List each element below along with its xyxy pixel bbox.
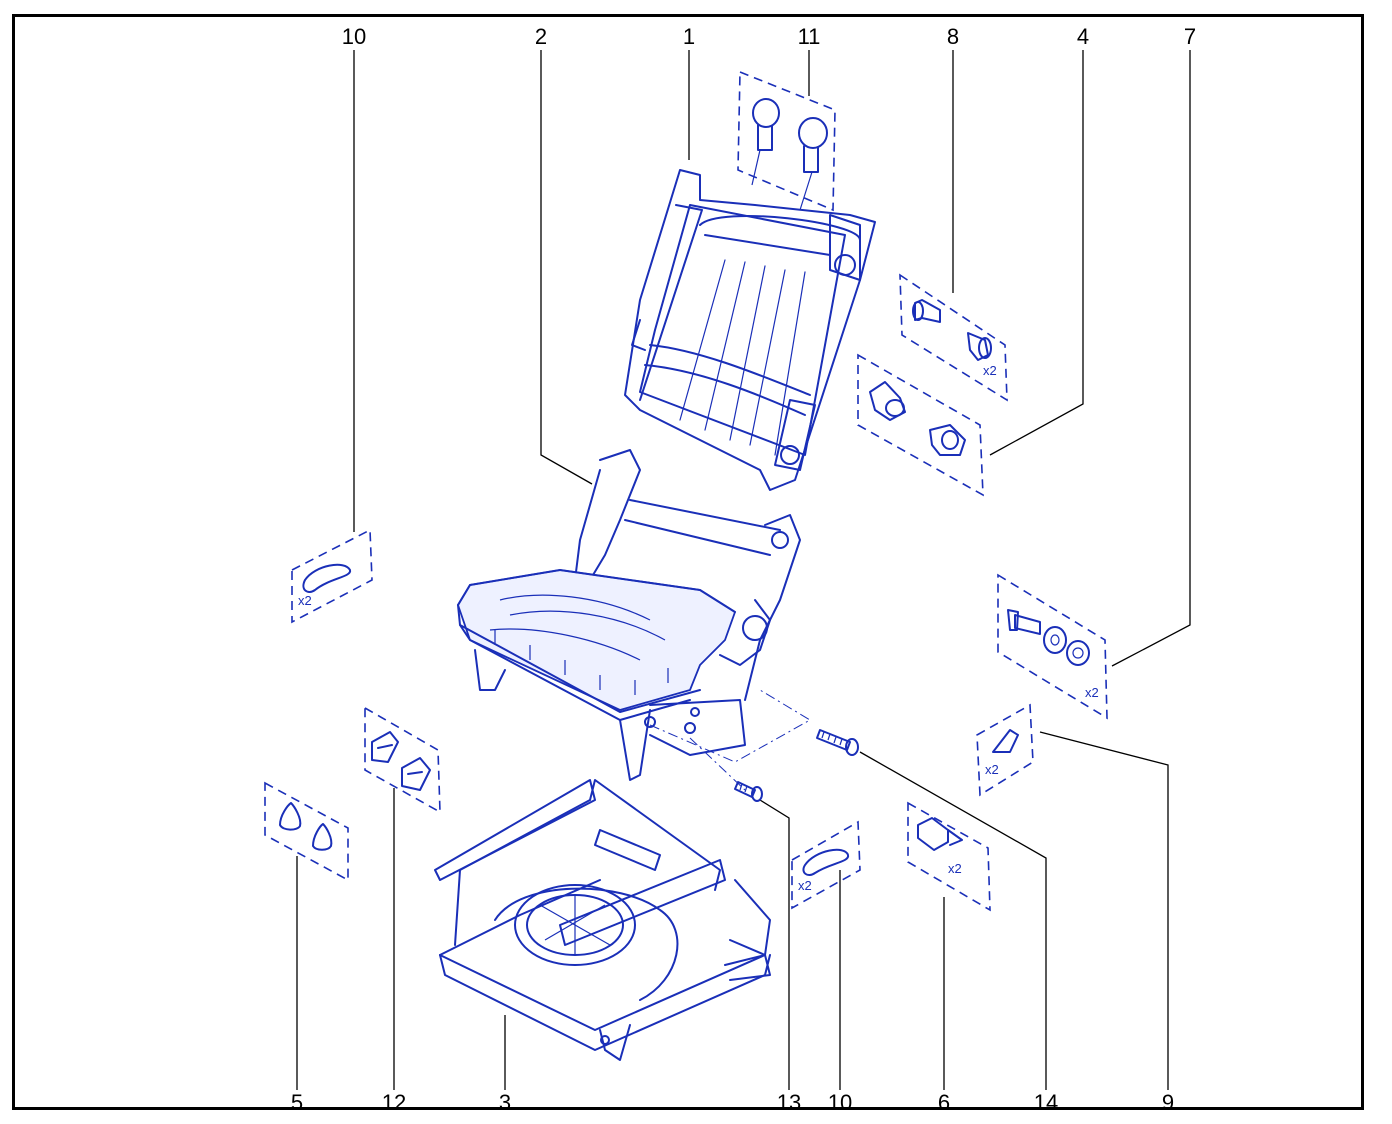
label-part-10-top: 10 bbox=[342, 24, 366, 49]
label-part-6: 6 bbox=[938, 1090, 950, 1115]
leader-lines bbox=[296, 50, 1191, 1090]
label-part-13: 13 bbox=[777, 1090, 801, 1115]
part-6-clip: x2 bbox=[907, 801, 991, 912]
label-part-11: 11 bbox=[798, 24, 821, 49]
label-part-14: 14 bbox=[1034, 1090, 1058, 1115]
part-9-trim-cap: x2 bbox=[976, 703, 1034, 797]
diagram-frame bbox=[12, 14, 1364, 1110]
part-13-short-bolt bbox=[734, 781, 763, 802]
label-part-3: 3 bbox=[499, 1090, 511, 1115]
part-10-cover-left: x2 bbox=[291, 528, 373, 624]
qty-part-10-left: x2 bbox=[298, 593, 312, 608]
qty-part-7: x2 bbox=[1085, 685, 1099, 700]
label-part-2: 2 bbox=[535, 24, 547, 49]
qty-part-6: x2 bbox=[948, 861, 962, 876]
qty-part-10-right: x2 bbox=[798, 878, 812, 893]
qty-part-8: x2 bbox=[983, 363, 997, 378]
part-2-seat-frame bbox=[457, 449, 801, 781]
assembly-axis-lines bbox=[649, 689, 811, 791]
label-part-4: 4 bbox=[1077, 24, 1089, 49]
labels-top: 10 2 1 11 8 4 7 bbox=[342, 24, 1196, 49]
labels-bottom: 5 12 3 13 10 6 14 9 bbox=[291, 1090, 1174, 1115]
label-part-12: 12 bbox=[382, 1090, 406, 1115]
part-8-pins: x2 bbox=[899, 273, 1008, 402]
label-part-1: 1 bbox=[683, 24, 695, 49]
part-1-backrest-frame bbox=[624, 169, 876, 491]
part-10-cover-right: x2 bbox=[791, 820, 861, 910]
part-3-base-swivel bbox=[434, 779, 771, 1061]
part-14-long-bolt bbox=[816, 729, 859, 756]
label-part-9: 9 bbox=[1162, 1090, 1174, 1115]
part-5-caps bbox=[264, 781, 349, 882]
part-11-headrest-guides bbox=[737, 70, 836, 212]
qty-part-9: x2 bbox=[985, 762, 999, 777]
label-part-10-bottom: 10 bbox=[828, 1090, 852, 1115]
part-12-brackets bbox=[364, 706, 441, 814]
part-7-bolt-washers: x2 bbox=[997, 573, 1108, 720]
label-part-7: 7 bbox=[1184, 24, 1196, 49]
part-4-latches bbox=[857, 353, 984, 497]
label-part-5: 5 bbox=[291, 1090, 303, 1115]
label-part-8: 8 bbox=[947, 24, 959, 49]
